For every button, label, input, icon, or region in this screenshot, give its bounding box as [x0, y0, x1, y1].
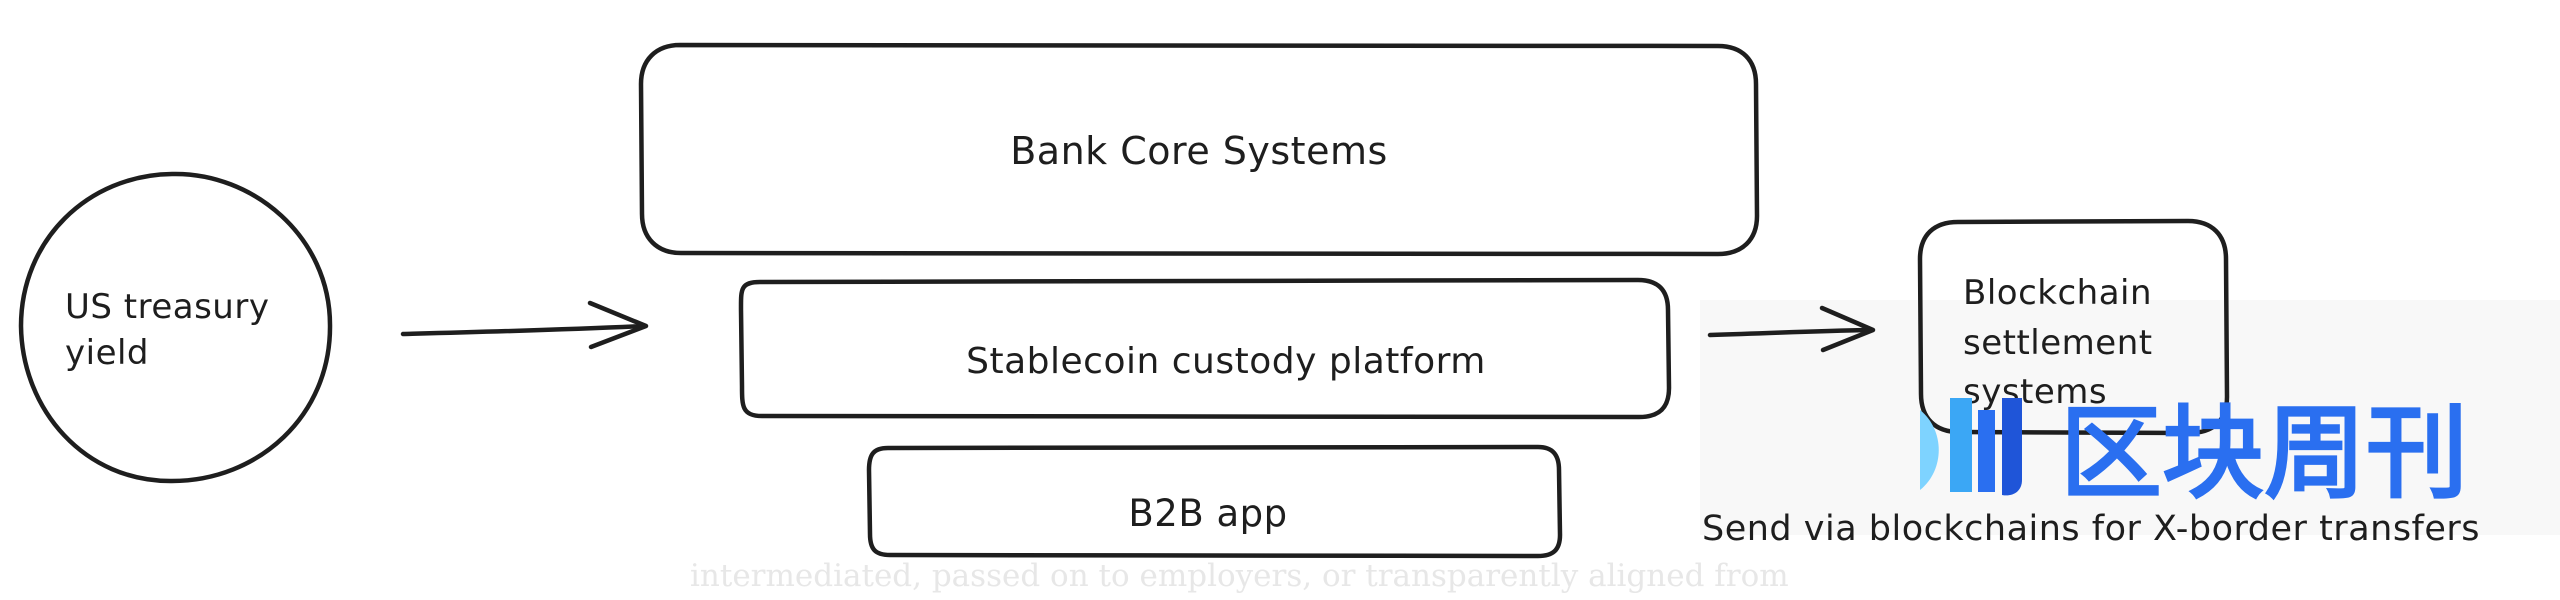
bank-core-systems-node: Bank Core Systems [638, 42, 1760, 257]
background-text-fragment: intermediated, passed on to employers, o… [690, 558, 1789, 594]
blockchain-settlement-label-line3: systems [1963, 372, 2107, 412]
us-treasury-yield-label-line1: US treasury [65, 287, 269, 327]
arrow-platform-to-blockchain [1707, 305, 1876, 353]
arrow-shaft [400, 323, 648, 337]
bank-core-systems-box [638, 42, 1760, 257]
watermark-text: 区块周刊 [2060, 395, 2468, 514]
arrow-treasury-to-platform [400, 300, 649, 350]
bank-core-systems-label: Bank Core Systems [1010, 129, 1388, 173]
blockchain-settlement-label-line2: settlement [1963, 323, 2153, 363]
stablecoin-custody-platform-label: Stablecoin custody platform [966, 341, 1486, 382]
stablecoin-custody-platform-box [738, 277, 1672, 420]
b2b-app-box [866, 444, 1563, 559]
arrow-shaft [1707, 327, 1875, 338]
stablecoin-custody-platform-node: Stablecoin custody platform [738, 277, 1672, 420]
send-via-blockchains-note: Send via blockchains for X-border transf… [1702, 509, 2480, 549]
arrow-head [587, 300, 649, 350]
watermark-mark-icon [1920, 398, 2022, 496]
us-treasury-yield-circle [18, 171, 333, 484]
b2b-app-node: B2B app [866, 444, 1563, 559]
blockchain-settlement-systems-box [1917, 218, 2230, 436]
background-panel [1700, 300, 2560, 535]
arrow-head [1819, 305, 1876, 353]
blockchain-settlement-label-line1: Blockchain [1963, 273, 2152, 313]
us-treasury-yield-label-line2: yield [65, 333, 149, 373]
b2b-app-label: B2B app [1128, 492, 1287, 535]
blockchain-settlement-systems-node: Blockchain settlement systems [1917, 218, 2230, 436]
us-treasury-yield-node: US treasury yield [18, 171, 333, 484]
watermark-logo: 区块周刊 [1920, 395, 2468, 514]
